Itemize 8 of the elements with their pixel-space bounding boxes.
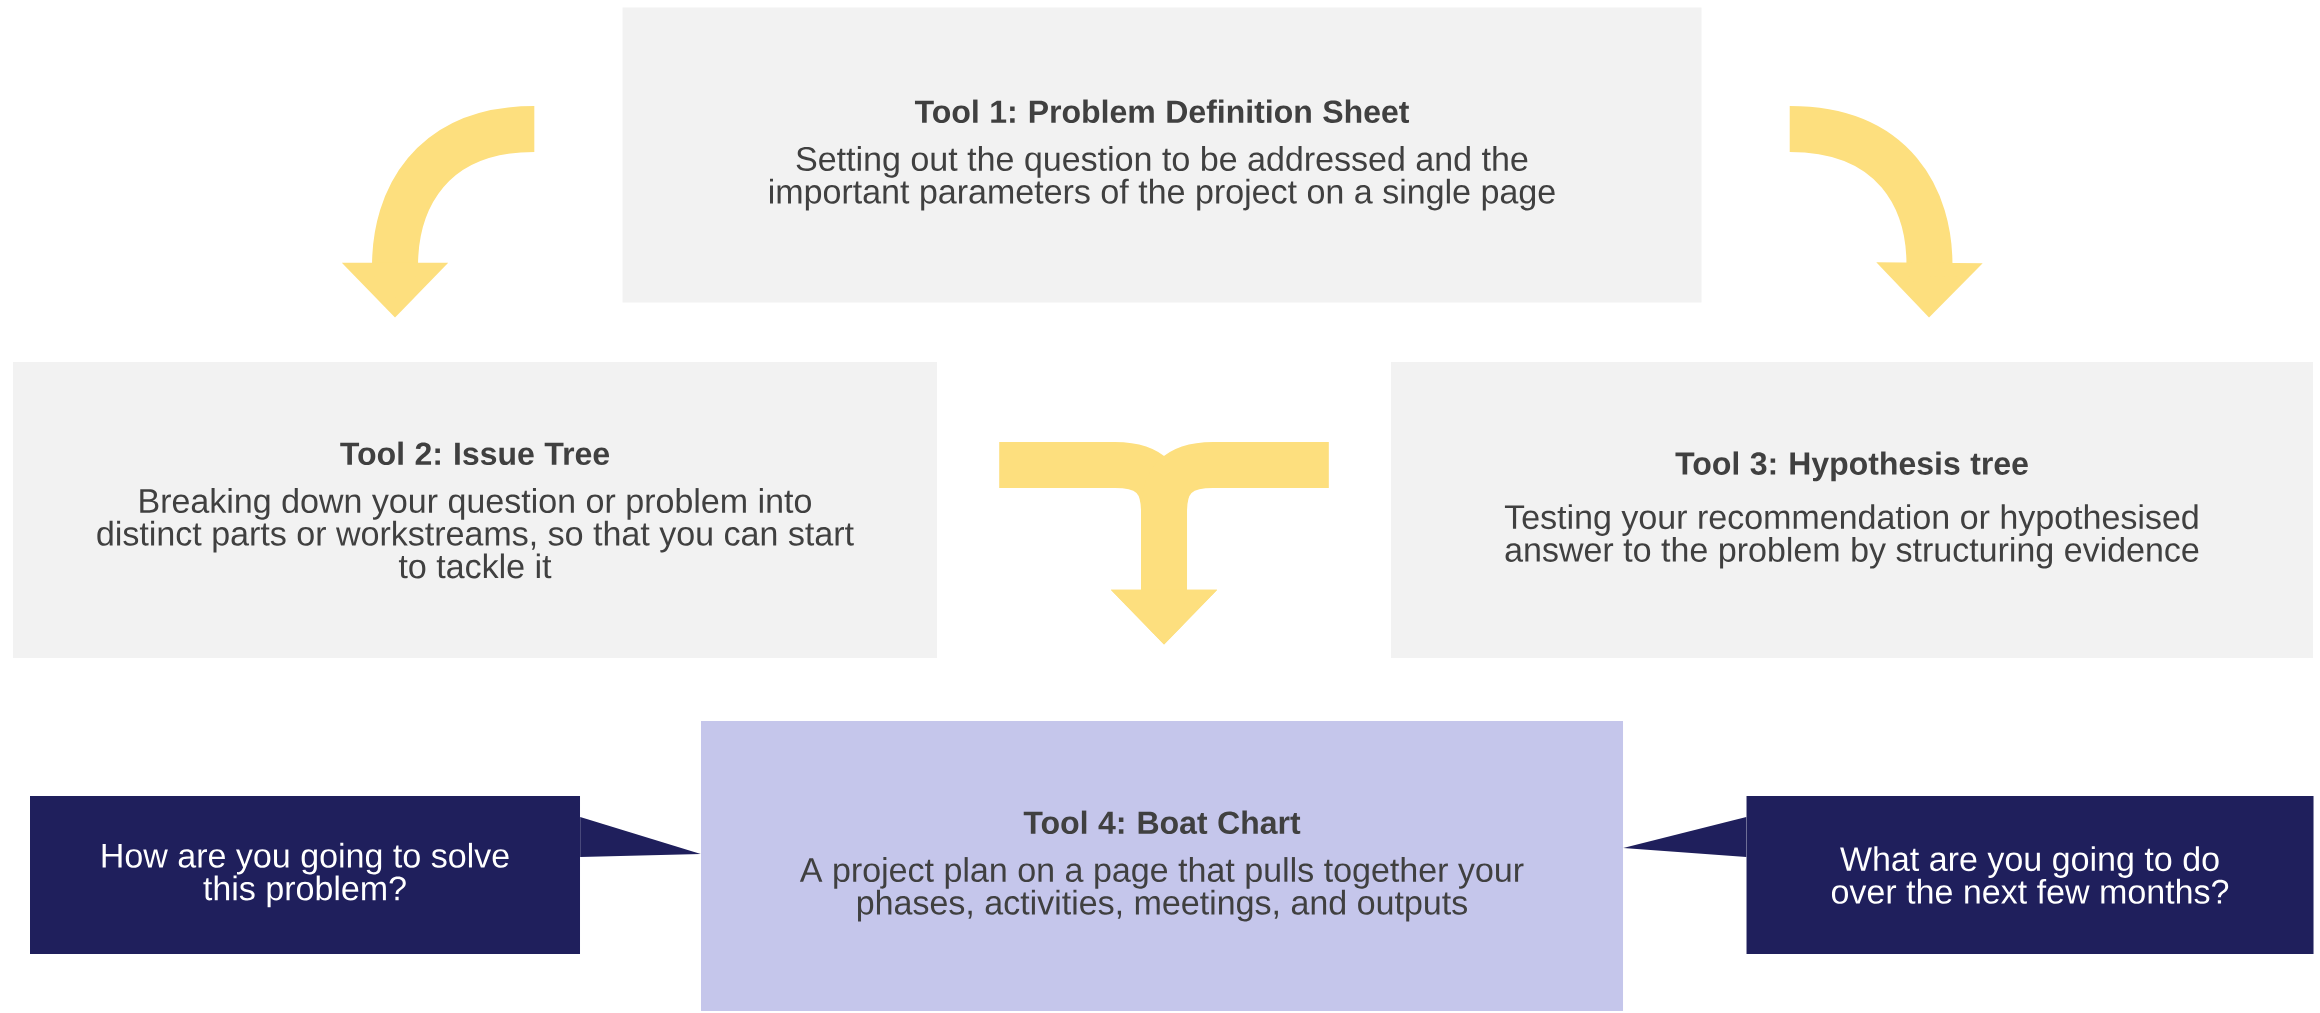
- callout-box: How are you going to solve this problem?: [30, 796, 580, 954]
- tool-box: Tool 3: Hypothesis tree Testing your recommendation or hypothesised answer to the problem by structuring evidence: [1391, 362, 2313, 658]
- callout-box: What are you going to do over the next few months?: [1746, 796, 2314, 954]
- tool-box: Tool 4: Boat Chart A project plan on a page that pulls together your phases, activities, meetings, and outputs: [701, 721, 1623, 1011]
- tool-box: Tool 2: Issue Tree Breaking down your question or problem into distinct parts or workstreams, so that you can start to tackle it: [13, 362, 937, 658]
- tool-box: Tool 1: Problem Definition Sheet Setting out the question to be addressed and the important parameters of the project on a single page: [622, 7, 1702, 303]
- callout-tail: [1623, 817, 1747, 857]
- callout-tail: [580, 817, 701, 857]
